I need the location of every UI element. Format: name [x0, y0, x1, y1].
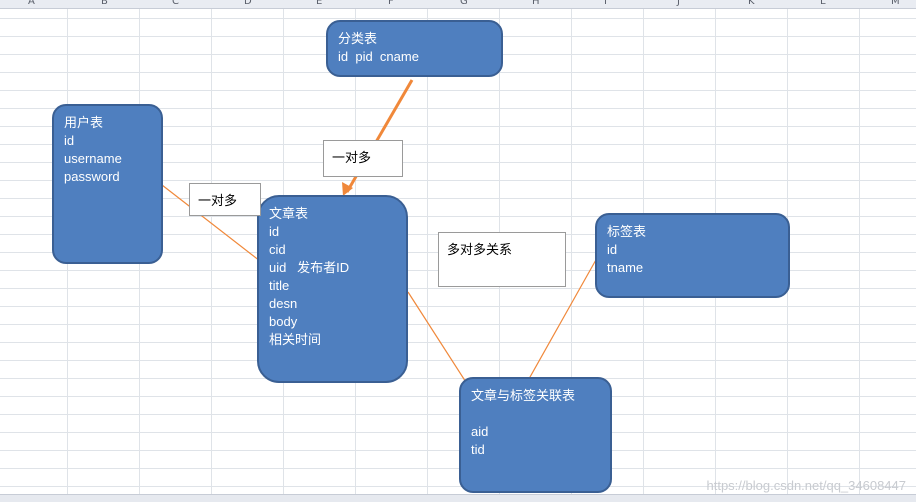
user-table-shape[interactable]: 用户表 id username password: [52, 104, 163, 264]
one-to-many-text-left: 一对多: [198, 193, 238, 208]
article-field-uid: uid 发布者ID: [269, 260, 350, 275]
user-field-username: username: [64, 151, 122, 166]
user-table-title: 用户表: [64, 115, 104, 130]
column-header-g[interactable]: G: [460, 0, 468, 7]
many-to-many-text: 多对多关系: [447, 242, 513, 257]
relation-field-aid: aid: [471, 424, 489, 439]
relation-blank-line: [471, 405, 600, 423]
watermark-text: https://blog.csdn.net/qq_34608447: [706, 478, 907, 493]
tag-table-shape[interactable]: 标签表 id tname: [595, 213, 790, 298]
many-to-many-label[interactable]: 多对多关系: [438, 232, 566, 287]
user-field-id: id: [64, 133, 75, 148]
one-to-many-label-top[interactable]: 一对多: [323, 140, 403, 177]
category-table-title: 分类表: [338, 31, 378, 46]
column-header-c[interactable]: C: [172, 0, 179, 7]
column-header-f[interactable]: F: [388, 0, 394, 7]
category-table-shape[interactable]: 分类表 id pid cname: [326, 20, 503, 77]
column-header-d[interactable]: D: [244, 0, 252, 7]
column-header-h[interactable]: H: [532, 0, 540, 7]
relation-table-title: 文章与标签关联表: [471, 388, 576, 403]
article-field-body: body: [269, 314, 298, 329]
article-field-desn: desn: [269, 296, 298, 311]
article-field-cid: cid: [269, 242, 286, 257]
column-header-b[interactable]: B: [101, 0, 108, 7]
column-header-e[interactable]: E: [316, 0, 323, 7]
column-header-j[interactable]: J: [677, 0, 680, 7]
article-table-title: 文章表: [269, 206, 309, 221]
column-header-m[interactable]: M: [891, 0, 900, 7]
one-to-many-text-top: 一对多: [332, 150, 372, 165]
one-to-many-label-left[interactable]: 一对多: [189, 183, 261, 216]
user-field-password: password: [64, 169, 120, 184]
category-fields: id pid cname: [338, 49, 419, 64]
relation-field-tid: tid: [471, 442, 485, 457]
article-table-shape[interactable]: 文章表 id cid uid 发布者ID title desn body 相关时…: [257, 195, 408, 383]
tag-field-id: id: [607, 242, 618, 257]
tag-field-tname: tname: [607, 260, 644, 275]
tag-table-title: 标签表: [607, 224, 647, 239]
column-header-i[interactable]: I: [604, 0, 607, 7]
relation-table-shape[interactable]: 文章与标签关联表 aid tid: [459, 377, 612, 493]
article-field-id: id: [269, 224, 280, 239]
cell-grid: [0, 9, 916, 499]
column-header-bar: A B C D E F G H I J K L M: [0, 0, 916, 9]
arrowhead-article-top: [342, 182, 353, 196]
column-header-l[interactable]: L: [820, 0, 826, 7]
sheet-tabs-strip: [0, 494, 916, 502]
article-field-time: 相关时间: [269, 332, 322, 347]
column-header-k[interactable]: K: [748, 0, 755, 7]
article-field-title: title: [269, 278, 290, 293]
column-header-a[interactable]: A: [28, 0, 35, 7]
